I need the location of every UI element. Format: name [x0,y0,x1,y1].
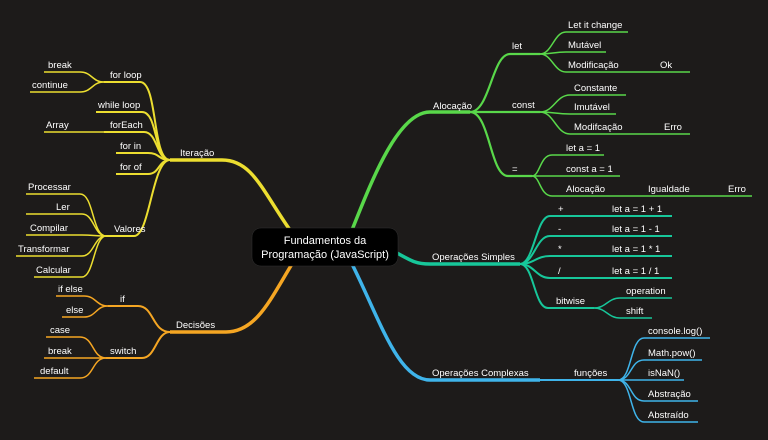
edge-eq [469,110,532,178]
label-funcoes-item-2: Math.pow() [648,348,696,359]
label-funcoes-item-3: isNaN() [648,368,680,379]
label-bitwise-item-2: shift [626,306,644,317]
edge-funcoes-5 [617,379,698,423]
edge-if-2 [62,305,109,318]
label-iteracao: Iteração [180,148,214,159]
label-const-item-2: Imutável [574,102,610,113]
label-valores-item-5: Calcular [36,265,71,276]
edge-if-1 [56,295,109,307]
branch-operacoes-complexas [350,263,540,382]
edge-switch-3 [34,357,107,379]
label-funcoes-item-5: Abstraído [648,410,689,421]
branch-iteracao [170,158,292,232]
edge-valores-5 [34,235,107,278]
label-let: let [512,41,522,52]
label-const-erro: Erro [664,122,682,133]
label-if: if [120,294,125,305]
label-foreach: forEach [110,120,143,131]
label-op-plus: + [558,204,564,215]
label-eq-item-2: const a = 1 [566,164,613,175]
edge-op-times [519,255,672,265]
label-op-minus: - [558,224,561,235]
label-let-item-2: Mutável [568,40,601,51]
label-bitwise: bitwise [556,296,585,307]
label-op-divide: / [558,266,561,277]
edge-switch-1 [46,336,107,359]
label-op-times: * [558,244,562,255]
label-if-item-2: else [66,305,83,316]
label-if-item-1: if else [58,284,83,295]
label-switch-item-1: case [50,325,70,336]
label-funcoes-item-4: Abstração [648,389,691,400]
edge-let [469,52,540,114]
branch-alocacao [350,110,470,231]
edge-valores-3 [26,234,107,237]
edge-let-3 [539,53,690,73]
label-op-times-expr: let a = 1 * 1 [612,244,660,255]
label-foreach-array: Array [46,120,69,131]
label-eq: = [512,164,518,175]
edge-if [108,305,171,333]
label-eq-erro: Erro [728,184,746,195]
label-let-item-3: Modificação [568,60,619,71]
label-let-ok: Ok [660,60,672,71]
label-operacoes-complexas: Operações Complexas [432,368,529,379]
label-operacoes-simples: Operações Simples [432,252,515,263]
label-valores-item-3: Compilar [30,223,68,234]
label-alocacao: Alocação [433,101,472,112]
label-funcoes-item-1: console.log() [648,326,702,337]
central-node-line1: Fundamentos da [284,235,367,247]
label-eq-igualdade: Igualdade [648,184,690,195]
label-for-of: for of [120,162,142,173]
edge-eq-1 [531,154,604,177]
label-switch-item-2: break [48,346,72,357]
label-let-item-1: Let it change [568,20,622,31]
label-decisoes: Decisões [176,320,215,331]
label-funcoes: funções [574,368,608,379]
branch-decisoes [170,263,294,334]
edge-valores [106,159,171,237]
edge-bitwise-2 [593,307,652,319]
central-node-line2: Programação (JavaScript) [261,249,389,261]
label-switch: switch [110,346,136,357]
edge-const-3 [539,111,690,135]
central-node-box [251,227,399,267]
label-const-item-3: Modifcação [574,122,623,133]
label-bitwise-item-1: operation [626,286,666,297]
label-valores-item-1: Processar [28,182,71,193]
label-for-loop: for loop [110,70,142,81]
edge-for-loop-continue [30,81,105,93]
label-valores-item-4: Transformar [18,244,69,255]
label-eq-item-1: let a = 1 [566,143,600,154]
label-switch-item-3: default [40,366,69,377]
edge-eq-3 [531,175,752,197]
label-for-loop-break: break [48,60,72,71]
label-eq-item-3: Alocação [566,184,605,195]
label-op-plus-expr: let a = 1 + 1 [612,204,662,215]
label-op-minus-expr: let a = 1 - 1 [612,224,660,235]
label-op-divide-expr: let a = 1 / 1 [612,266,659,277]
label-while-loop: while loop [97,100,140,111]
edge-let-2 [539,51,606,55]
edge-switch [106,331,171,359]
label-for-in: for in [120,141,141,152]
label-for-loop-continue: continue [32,80,68,91]
label-valores: Valores [114,224,146,235]
label-const: const [512,100,535,111]
label-const-item-1: Constante [574,83,617,94]
label-valores-item-2: Ler [56,202,70,213]
edge-op-bitwise [519,263,594,309]
